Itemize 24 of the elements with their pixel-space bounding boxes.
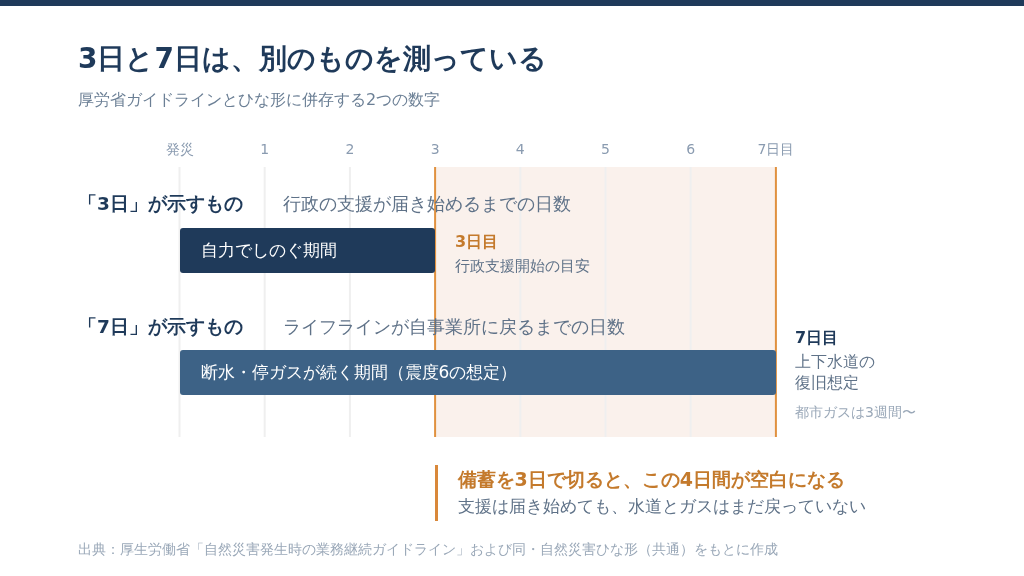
- bar-label: 自力でしのぐ期間: [200, 239, 337, 262]
- chart-title: 3日と7日は、別のものを測っている: [78, 42, 547, 76]
- period-bar: [179, 350, 776, 395]
- axis-tick-label: 3: [430, 141, 440, 158]
- axis-tick-label: 6: [686, 141, 696, 158]
- axis-tick-label: 7日目: [757, 141, 795, 158]
- axis-tick-label: 4: [515, 141, 525, 158]
- marker-label: 7日目: [795, 328, 839, 348]
- subtitle: 厚労省ガイドラインとひな形に併存する2つの数字: [78, 90, 441, 110]
- marker-note: 上下水道の復旧想定: [795, 351, 876, 393]
- marker-note: 行政支援開始の目安: [455, 257, 590, 276]
- axis-tick-label: 1: [260, 141, 270, 158]
- axis-tick-label: 5: [601, 141, 610, 158]
- axis-tick-label: 発災: [165, 141, 194, 158]
- marker-label: 3日目: [455, 232, 499, 252]
- period-bar: [179, 228, 436, 273]
- axis-tick-label: 2: [345, 141, 355, 158]
- row-heading: 「3日」が示すもの: [78, 193, 243, 216]
- source-note: 出典：厚生労働省「自然災害発生時の業務継続ガイドライン」および同・自然災害ひな形（共通）をもとに作成: [78, 541, 778, 558]
- callout-heading: 備蓄を3日で切ると、この4日間が空白になる: [457, 468, 846, 491]
- callout-text: 支援は届き始めても、水道とガスはまだ戻っていない: [457, 496, 866, 517]
- marker-note: 都市ガスは3週間〜: [795, 404, 916, 421]
- row-heading: 「7日」が示すもの: [78, 316, 243, 339]
- bar-label: 断水・停ガスが続く期間（震度6の想定）: [200, 361, 518, 384]
